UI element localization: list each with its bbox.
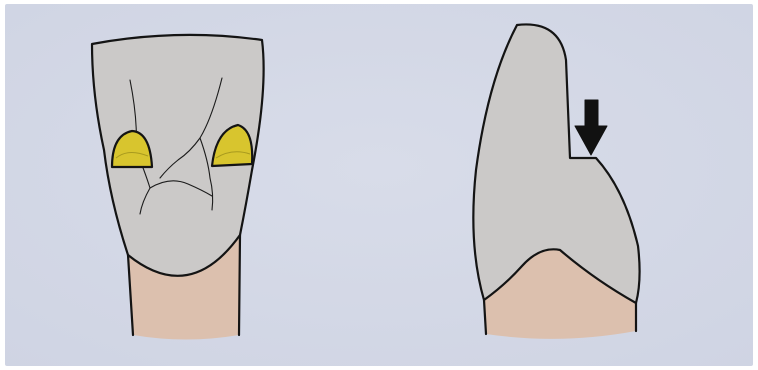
slide-panel (5, 4, 753, 366)
illustration (5, 4, 753, 366)
root-left-outline-r (239, 235, 240, 335)
